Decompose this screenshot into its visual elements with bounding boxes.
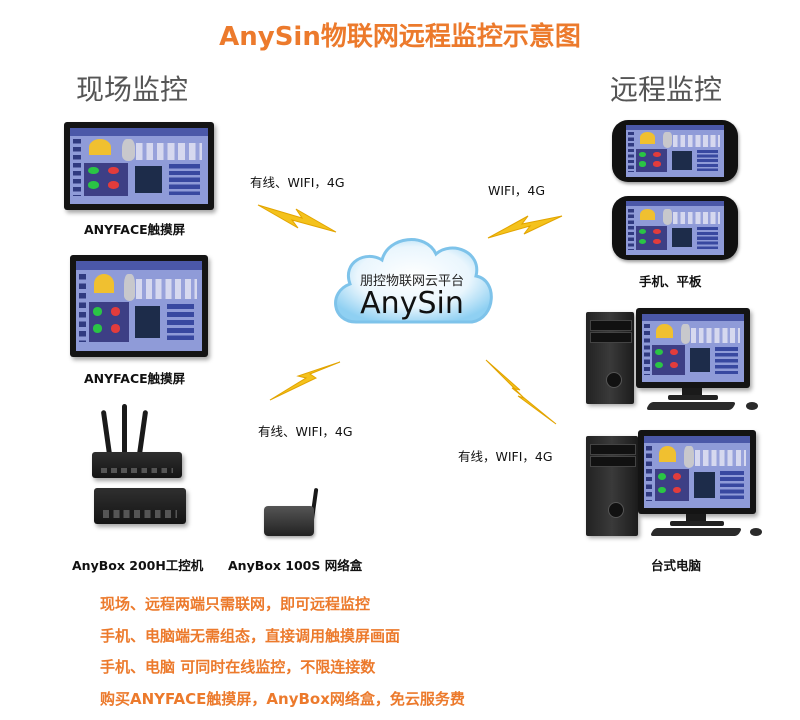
hmi-screen [644, 436, 750, 508]
cloud-icon [334, 238, 493, 324]
anyface-touchscreen-1 [64, 122, 214, 210]
onsite-section-title: 现场监控 [76, 73, 189, 106]
anyface-label-2: ANYFACE触摸屏 [84, 371, 186, 386]
hmi-screen [70, 128, 208, 204]
tablet-device-2 [612, 196, 738, 260]
hmi-screen [76, 261, 202, 351]
connection-label-top-left: 有线、WIFI，4G [250, 175, 345, 190]
feature-item-3: 手机、电脑 可同时在线监控，不限连接数 [100, 658, 376, 676]
anybox-200h-label: AnyBox 200H工控机 [72, 558, 204, 573]
cloud-platform-caption: 朋控物联网云平台 [359, 274, 464, 289]
tablet-device-1 [612, 120, 738, 182]
connection-label-bottom-right: 有线，WIFI，4G [458, 449, 553, 464]
lightning-bolt-bottom-right-icon [485, 359, 557, 425]
lightning-bolt-bottom-left-icon [269, 361, 341, 401]
connection-label-top-right: WIFI，4G [488, 183, 546, 198]
anyface-label-1: ANYFACE触摸屏 [84, 222, 186, 237]
cloud-platform-name: AnySin [360, 286, 464, 321]
feature-item-2: 手机、电脑端无需组态，直接调用触摸屏画面 [100, 627, 401, 645]
feature-item-4: 购买ANYFACE触摸屏，AnyBox网络盒，免云服务费 [100, 690, 465, 708]
phone-tablet-label: 手机、平板 [639, 274, 702, 289]
hmi-screen [642, 314, 744, 382]
connection-label-bottom-left: 有线、WIFI，4G [258, 424, 353, 439]
lightning-bolt-top-left-icon [257, 204, 337, 233]
lightning-bolt-top-right-icon [487, 215, 563, 239]
hmi-screen [626, 125, 724, 177]
feature-item-1: 现场、远程两端只需联网，即可远程监控 [100, 595, 371, 613]
hmi-screen [626, 201, 724, 255]
anyface-touchscreen-2 [70, 255, 208, 357]
desktop-label: 台式电脑 [651, 558, 702, 573]
remote-section-title: 远程监控 [610, 73, 723, 106]
anybox-100s-label: AnyBox 100S 网络盒 [228, 558, 363, 573]
diagram-title: AnySin物联网远程监控示意图 [219, 22, 581, 52]
